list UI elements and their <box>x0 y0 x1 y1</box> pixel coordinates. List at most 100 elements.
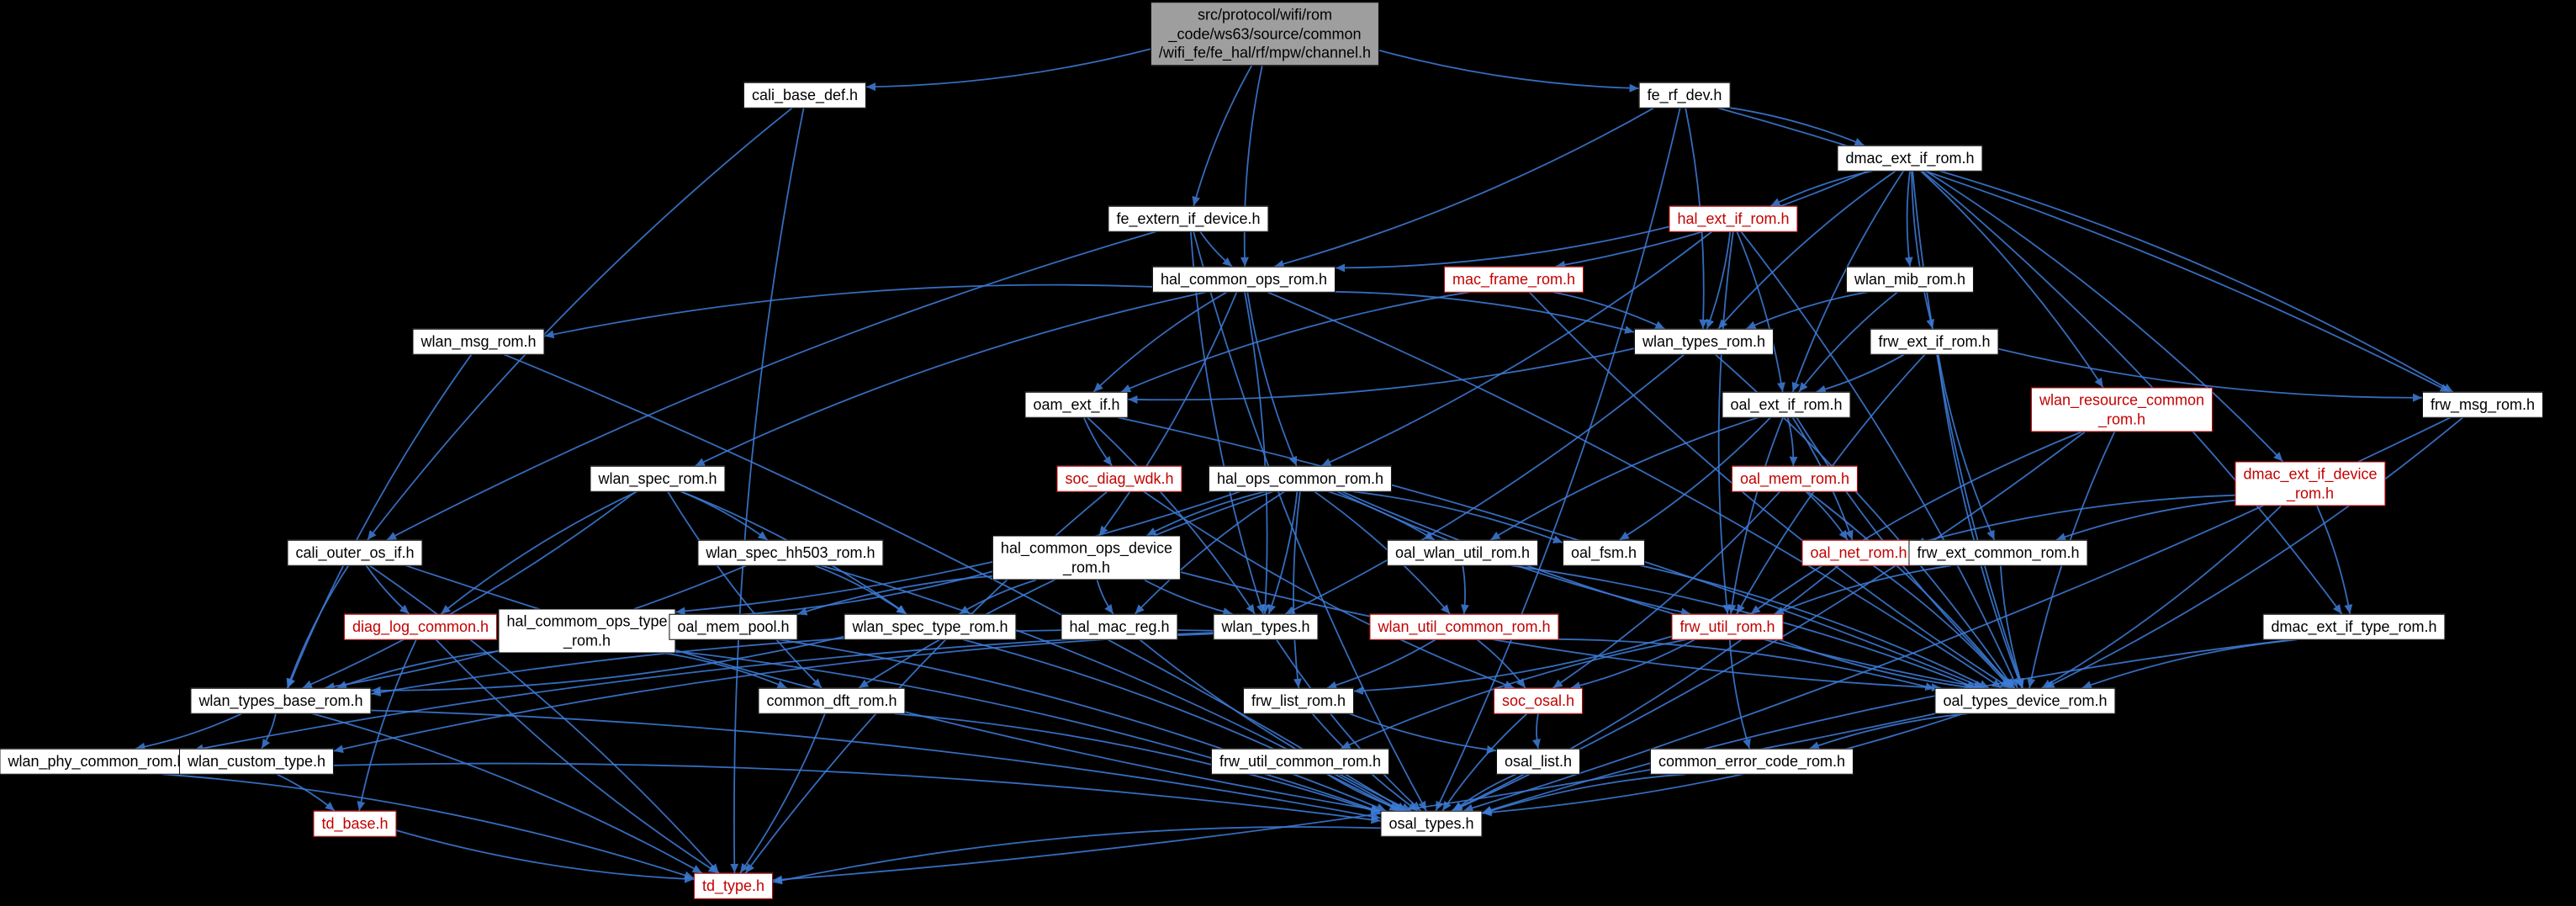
edge-common_dft_rom-to-osal_types <box>894 713 1381 814</box>
edge-wlan_types_rom-to-wlan_types <box>1285 353 1685 615</box>
graph-node-cali_outer_os_if[interactable]: cali_outer_os_if.h <box>287 539 423 566</box>
edge-dmac_ext_if_rom-to-frw_msg_rom <box>1939 170 2454 393</box>
edge-hal_ops_common_rom-to-hal_mac_reg <box>1134 490 1285 615</box>
graph-node-wlan_resource_common_rom[interactable]: wlan_resource_common _rom.h <box>2030 387 2214 432</box>
graph-node-hal_commom_ops_type_rom[interactable]: hal_commom_ops_type _rom.h <box>498 608 676 654</box>
edge-oal_types_device_rom-to-osal_types <box>1482 713 1964 817</box>
edge-wlan_phy_common_rom-to-td_type <box>161 773 695 880</box>
edge-frw_ext_common_rom-to-frw_util_rom <box>1774 564 1952 615</box>
graph-node-dmac_ext_if_device_rom[interactable]: dmac_ext_if_device _rom.h <box>2235 461 2386 506</box>
edge-channel-to-fe_extern_if_device <box>1192 65 1253 207</box>
edge-wlan_types_base_rom-to-wlan_custom_type <box>261 713 277 750</box>
graph-node-osal_list[interactable]: osal_list.h <box>1495 748 1581 775</box>
graph-node-wlan_mib_rom[interactable]: wlan_mib_rom.h <box>1845 266 1975 293</box>
graph-node-oam_ext_if[interactable]: oam_ext_if.h <box>1024 391 1129 418</box>
graph-node-dmac_ext_if_type_rom[interactable]: dmac_ext_if_type_rom.h <box>2262 613 2446 640</box>
graph-node-wlan_msg_rom[interactable]: wlan_msg_rom.h <box>412 328 545 355</box>
edge-wlan_spec_rom-to-common_dft_rom <box>667 490 823 689</box>
graph-node-frw_msg_rom[interactable]: frw_msg_rom.h <box>2421 391 2544 418</box>
edge-hal_ext_if_rom-to-hal_common_ops_rom <box>1336 225 1669 273</box>
graph-node-hal_common_ops_device_rom[interactable]: hal_common_ops_device _rom.h <box>992 535 1182 580</box>
edge-frw_msg_rom-to-oal_types_device_rom <box>2044 416 2463 689</box>
edge-hal_commom_ops_type_rom-to-common_dft_rom <box>664 652 787 689</box>
graph-node-hal_ops_common_rom[interactable]: hal_ops_common_rom.h <box>1208 465 1393 492</box>
edge-wlan_spec_type_rom-to-wlan_types_base_rom <box>371 635 844 695</box>
graph-node-hal_common_ops_rom[interactable]: hal_common_ops_rom.h <box>1151 266 1336 293</box>
edge-dmac_ext_if_rom-to-oal_types_device_rom <box>1912 171 2023 689</box>
edge-hal_common_ops_rom-to-hal_ops_common_rom <box>1246 292 1298 467</box>
graph-node-td_base[interactable]: td_base.h <box>313 810 397 837</box>
edge-fe_extern_if_device-to-osal_types <box>1193 231 1427 812</box>
graph-node-fe_rf_dev[interactable]: fe_rf_dev.h <box>1638 82 1731 109</box>
graph-node-wlan_spec_type_rom[interactable]: wlan_spec_type_rom.h <box>844 613 1017 640</box>
edge-frw_ext_common_rom-to-oal_types_device_rom <box>1999 565 2024 689</box>
graph-node-diag_log_common[interactable]: diag_log_common.h <box>343 613 498 640</box>
graph-node-wlan_types[interactable]: wlan_types.h <box>1213 613 1319 640</box>
edge-hal_common_ops_device_rom-to-wlan_types <box>1144 579 1233 616</box>
edge-oal_ext_if_rom-to-frw_util_rom <box>1727 416 1784 614</box>
edge-oal_types_device_rom-to-common_error_code_rom <box>1809 713 1968 750</box>
graph-node-wlan_phy_common_rom[interactable]: wlan_phy_common_rom.h <box>0 748 194 775</box>
graph-node-common_dft_rom[interactable]: common_dft_rom.h <box>758 687 906 714</box>
graph-node-soc_diag_wdk[interactable]: soc_diag_wdk.h <box>1056 465 1182 492</box>
edge-common_error_code_rom-to-osal_types <box>1482 773 1686 815</box>
edge-dmac_ext_if_device_rom-to-dmac_ext_if_type_rom <box>2316 506 2353 614</box>
graph-node-wlan_util_common_rom[interactable]: wlan_util_common_rom.h <box>1369 613 1559 640</box>
edge-oam_ext_if-to-oal_types_device_rom <box>1117 416 1985 689</box>
edge-oal_ext_if_rom-to-oal_wlan_util_rom <box>1489 416 1759 541</box>
edge-dmac_ext_if_type_rom-to-osal_types <box>1482 638 2294 814</box>
edge-soc_osal-to-osal_types <box>1441 713 1528 812</box>
edge-hal_common_ops_rom-to-hal_common_ops_device_rom <box>1098 291 1238 537</box>
graph-node-frw_util_rom[interactable]: frw_util_rom.h <box>1671 613 1784 640</box>
edge-oal_types_device_rom-to-td_type <box>772 713 1936 884</box>
edge-wlan_util_common_rom-to-oal_types_device_rom <box>1558 638 1935 691</box>
graph-node-frw_ext_common_rom[interactable]: frw_ext_common_rom.h <box>1908 539 2088 566</box>
edge-mac_frame_rom-to-oal_types_device_rom <box>1528 291 2010 689</box>
edge-hal_ext_if_rom-to-hal_ops_common_rom <box>1321 230 1713 467</box>
graph-node-wlan_types_rom[interactable]: wlan_types_rom.h <box>1633 328 1775 355</box>
graph-node-frw_ext_if_rom[interactable]: frw_ext_if_rom.h <box>1870 328 1999 355</box>
graph-node-cali_base_def[interactable]: cali_base_def.h <box>743 82 867 109</box>
graph-node-oal_wlan_util_rom[interactable]: oal_wlan_util_rom.h <box>1386 539 1539 566</box>
edge-wlan_types-to-wlan_custom_type <box>333 633 1214 754</box>
edge-oal_net_rom-to-oal_types_device_rom <box>1872 564 2012 689</box>
graph-node-wlan_custom_type[interactable]: wlan_custom_type.h <box>178 748 335 775</box>
edge-hal_commom_ops_type_rom-to-osal_types <box>675 650 1381 813</box>
graph-node-mac_frame_rom[interactable]: mac_frame_rom.h <box>1443 266 1584 293</box>
edge-channel-to-hal_common_ops_rom <box>1240 65 1263 267</box>
graph-node-wlan_spec_hh503_rom[interactable]: wlan_spec_hh503_rom.h <box>697 539 884 566</box>
graph-node-fe_extern_if_device[interactable]: fe_extern_if_device.h <box>1108 205 1269 232</box>
edge-frw_util_common_rom-to-osal_types <box>1326 773 1405 813</box>
graph-node-oal_types_device_rom[interactable]: oal_types_device_rom.h <box>1934 687 2116 714</box>
edge-hal_ops_common_rom-to-hal_common_ops_device_rom <box>1146 490 1267 537</box>
graph-node-soc_osal[interactable]: soc_osal.h <box>1493 687 1584 714</box>
graph-node-oal_mem_pool[interactable]: oal_mem_pool.h <box>669 613 798 640</box>
edge-hal_ops_common_rom-to-oal_fsm <box>1352 490 1563 543</box>
edge-dmac_ext_if_device_rom-to-oal_net_rom <box>1915 494 2235 546</box>
graph-node-hal_mac_reg[interactable]: hal_mac_reg.h <box>1061 613 1178 640</box>
edge-fe_extern_if_device-to-hal_common_ops_rom <box>1199 230 1233 268</box>
graph-node-oal_ext_if_rom[interactable]: oal_ext_if_rom.h <box>1722 391 1851 418</box>
edge-cali_base_def-to-td_type <box>730 108 805 873</box>
graph-node-td_type[interactable]: td_type.h <box>693 872 774 899</box>
graph-node-wlan_types_base_rom[interactable]: wlan_types_base_rom.h <box>190 687 372 714</box>
graph-node-osal_types[interactable]: osal_types.h <box>1380 810 1483 837</box>
graph-node-frw_util_common_rom[interactable]: frw_util_common_rom.h <box>1210 748 1390 775</box>
graph-node-dmac_ext_if_rom[interactable]: dmac_ext_if_rom.h <box>1837 145 1983 172</box>
graph-node-oal_mem_rom[interactable]: oal_mem_rom.h <box>1731 465 1859 492</box>
graph-node-hal_ext_if_rom[interactable]: hal_ext_if_rom.h <box>1669 205 1798 232</box>
edge-wlan_msg_rom-to-osal_types <box>503 353 1407 812</box>
graph-node-wlan_spec_rom[interactable]: wlan_spec_rom.h <box>590 465 726 492</box>
edge-dmac_ext_if_rom-to-wlan_resource_common_rom <box>1920 170 2104 388</box>
edge-channel-to-fe_rf_dev <box>1378 50 1639 93</box>
edge-cali_base_def-to-cali_outer_os_if <box>367 107 793 541</box>
edge-oal_mem_rom-to-soc_osal <box>1552 490 1781 689</box>
graph-node-frw_list_rom[interactable]: frw_list_rom.h <box>1242 687 1355 714</box>
graph-node-oal_net_rom[interactable]: oal_net_rom.h <box>1801 539 1916 566</box>
edge-dmac_ext_if_device_rom-to-oal_types_device_rom <box>2041 505 2282 689</box>
graph-node-common_error_code_rom[interactable]: common_error_code_rom.h <box>1649 748 1854 775</box>
graph-node-oal_fsm[interactable]: oal_fsm.h <box>1562 539 1646 566</box>
edge-hal_ext_if_rom-to-wlan_types_rom <box>1706 231 1732 330</box>
edge-hal_ops_common_rom-to-frw_list_rom <box>1293 491 1302 688</box>
